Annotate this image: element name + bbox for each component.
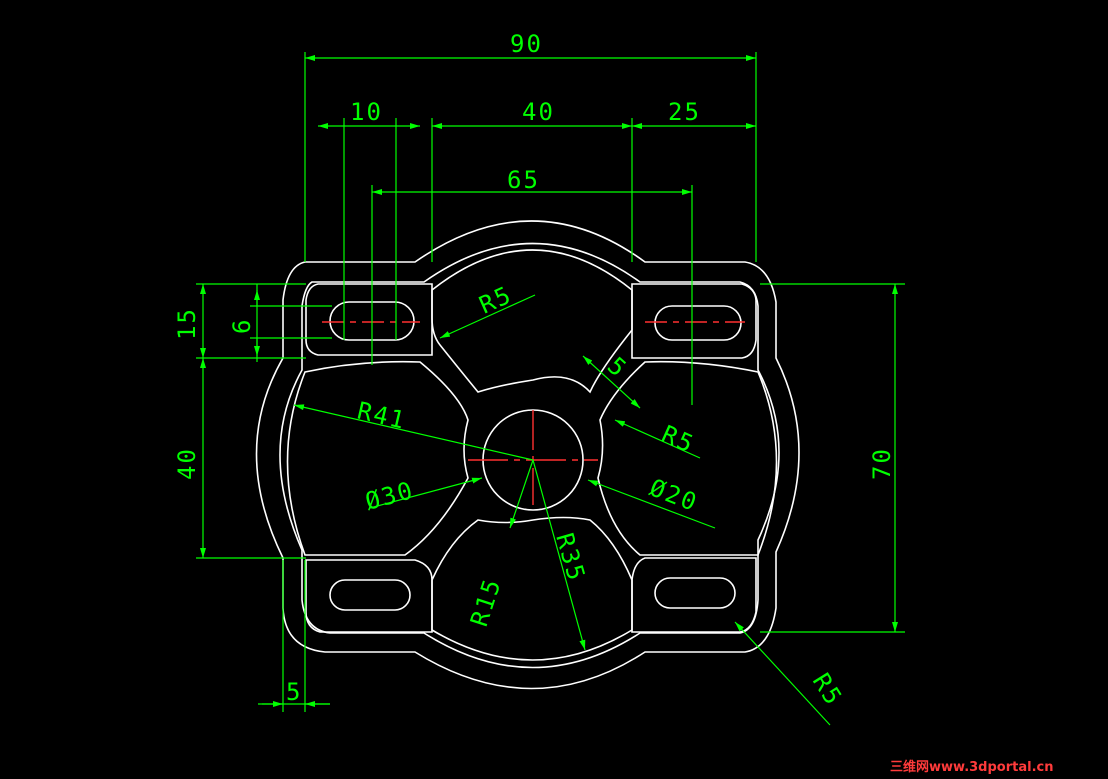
pocket-top-left: [305, 283, 433, 356]
leader-r5-top: [439, 294, 536, 339]
leader-d20: [587, 479, 716, 529]
pocket-left: [286, 360, 469, 556]
leader-r5-right: [614, 419, 701, 459]
pocket-top-right: [631, 283, 757, 359]
outer-boundary: [255, 220, 800, 690]
slot-bottom-left: [329, 579, 411, 611]
dim-25: 25: [668, 98, 701, 126]
dim-65: 65: [507, 166, 540, 194]
leader-r41: [293, 404, 534, 461]
centerlines: [322, 321, 745, 505]
inner-boundary: [279, 242, 780, 669]
leader-d30: [369, 477, 483, 509]
dim-40-left: 40: [173, 447, 201, 480]
leader-r15: [509, 459, 534, 529]
leader-r35: [532, 459, 586, 651]
dim-6: 6: [228, 318, 256, 334]
leader-r5-bottom: [734, 621, 831, 726]
slot-top-right: [654, 305, 742, 341]
pocket-bottom-right: [631, 557, 757, 633]
pocket-top-arch: [431, 249, 633, 394]
dim-90: 90: [510, 30, 543, 58]
pocket-bottom-arch: [431, 516, 633, 661]
slot-bottom-right: [654, 577, 736, 609]
dim-15: 15: [173, 307, 201, 340]
pocket-bottom-left: [305, 559, 433, 633]
leader-5-small: [582, 355, 641, 409]
pocket-right: [597, 360, 778, 556]
dim-70: 70: [868, 447, 896, 480]
dimension-lines: [196, 52, 905, 726]
dim-5-bottom: 5: [286, 678, 302, 706]
dim-10: 10: [350, 98, 383, 126]
dim-40-top: 40: [522, 98, 555, 126]
watermark-text: 三维网www.3dportal.cn: [890, 759, 1053, 775]
